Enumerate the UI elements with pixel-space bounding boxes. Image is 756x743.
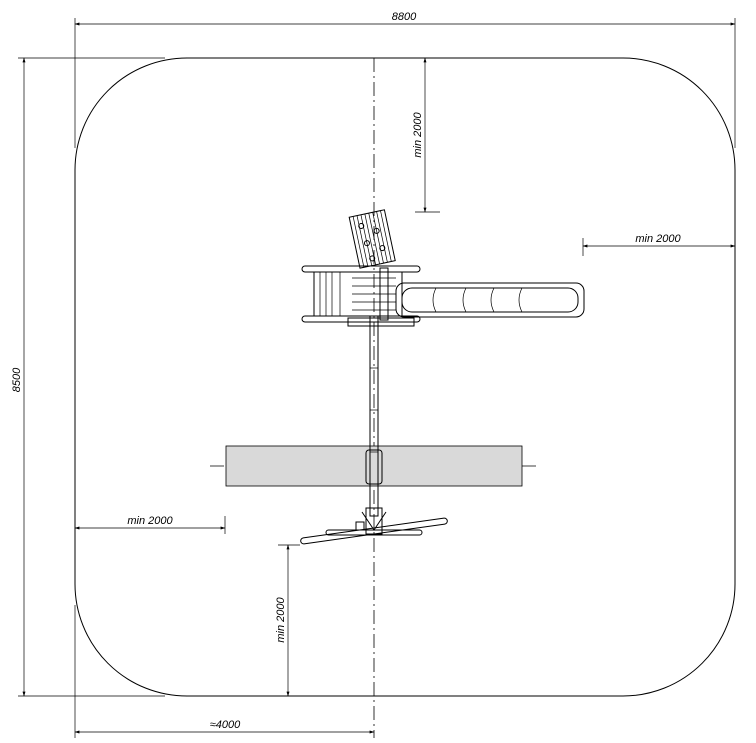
climbing-hold <box>358 222 365 229</box>
dimension-clearance-right: min 2000 <box>582 233 736 256</box>
dimension-clearance-top: min 2000 <box>412 57 440 213</box>
dimension-offset-bottom: ≈4000 <box>74 605 375 738</box>
climbing-wall <box>348 209 396 269</box>
dimension-overall-width-label: 8800 <box>392 11 417 23</box>
climbing-hold <box>369 255 376 262</box>
dimension-overall-depth: 8500 <box>11 57 165 697</box>
climbing-hold <box>373 227 380 234</box>
slide <box>395 282 585 318</box>
climbing-hold <box>363 240 370 247</box>
climbing-hold <box>379 245 386 252</box>
dimension-clearance-left: min 2000 <box>74 515 226 534</box>
swing-seat-zone <box>225 445 523 487</box>
swing-a-frame-base <box>300 507 448 545</box>
dimension-clearance-top-label: min 2000 <box>412 111 424 157</box>
dimension-clearance-bottom-label: min 2000 <box>275 596 287 642</box>
dimension-clearance-bottom: min 2000 <box>275 544 300 697</box>
swing-beam <box>365 315 383 517</box>
tower-platform <box>301 265 421 327</box>
dimension-overall-width: 8800 <box>74 11 736 148</box>
dimension-clearance-right-label: min 2000 <box>635 233 681 245</box>
dimension-offset-bottom-label: ≈4000 <box>210 719 241 731</box>
dimension-clearance-left-label: min 2000 <box>127 515 173 527</box>
safety-zone-outline <box>74 57 736 697</box>
dimension-overall-depth-label: 8500 <box>11 367 23 392</box>
